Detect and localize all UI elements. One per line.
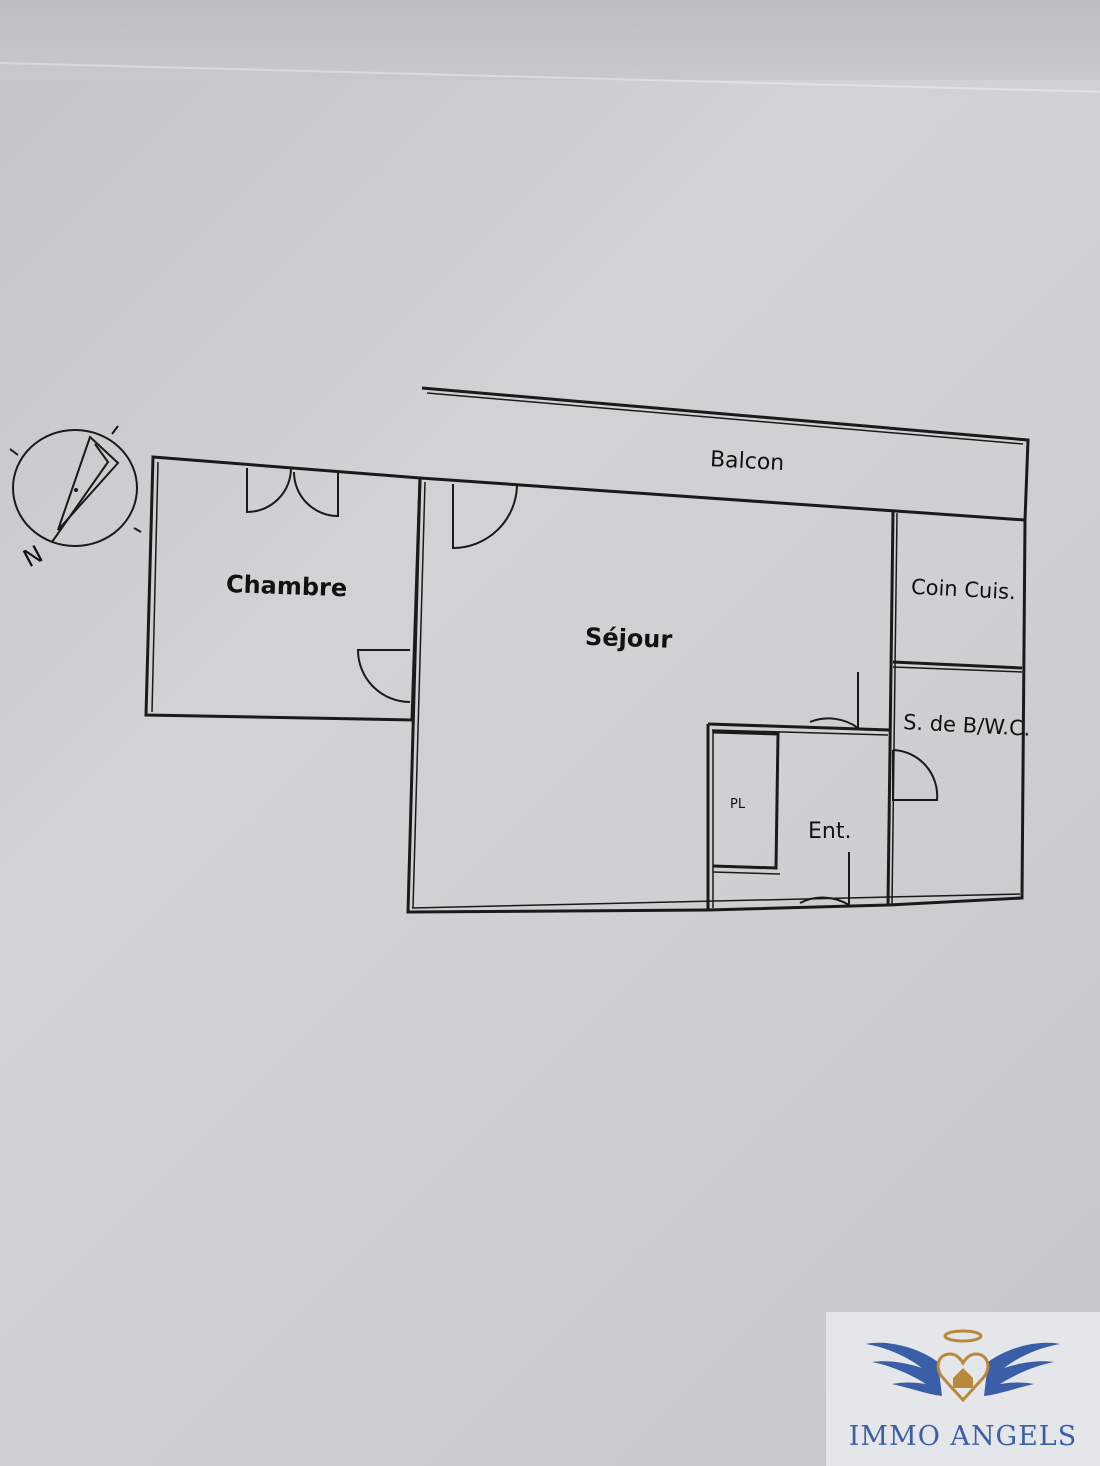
balcon-label: Balcon [709, 447, 784, 476]
front-door [799, 852, 850, 907]
compass-circle [12, 429, 138, 547]
balcony-outline [419, 386, 1030, 522]
coin-cuis-label: Coin Cuis. [910, 575, 1016, 604]
kitchen-bath-wall [892, 660, 1023, 670]
compass-needle-outline [57, 435, 120, 531]
compass-needle-line [51, 443, 110, 543]
living-room-walls [406, 477, 1027, 914]
sejour-label: Séjour [585, 623, 673, 654]
compass-ticks [9, 425, 142, 533]
chambre-label: Chambre [226, 570, 348, 602]
bedroom-door [356, 649, 411, 703]
placard-label: PL [730, 797, 746, 812]
sdb-wc-label: S. de B/W.C. [903, 710, 1032, 741]
north-letter: N [19, 540, 48, 573]
closet-walls [712, 730, 780, 870]
walls [144, 386, 1030, 914]
brand-logo: IMMO ANGELS [826, 1312, 1100, 1466]
entree-label: Ent. [808, 819, 851, 844]
entry-wall-top [707, 722, 891, 732]
brand-name: IMMO ANGELS [848, 1421, 1078, 1452]
paper-top-edge [0, 0, 1100, 80]
kitchen-wall [886, 511, 895, 906]
bedroom-window-right [293, 471, 339, 518]
room-labels: Balcon Chambre Séjour Coin Cuis. S. de B… [226, 447, 1032, 844]
doors [246, 467, 939, 907]
bathroom-door [892, 749, 939, 801]
angel-wings-icon [866, 1329, 1060, 1403]
living-window [452, 484, 518, 550]
compass: N [9, 425, 142, 573]
living-door [809, 672, 859, 730]
bedroom-window-left [246, 467, 292, 514]
